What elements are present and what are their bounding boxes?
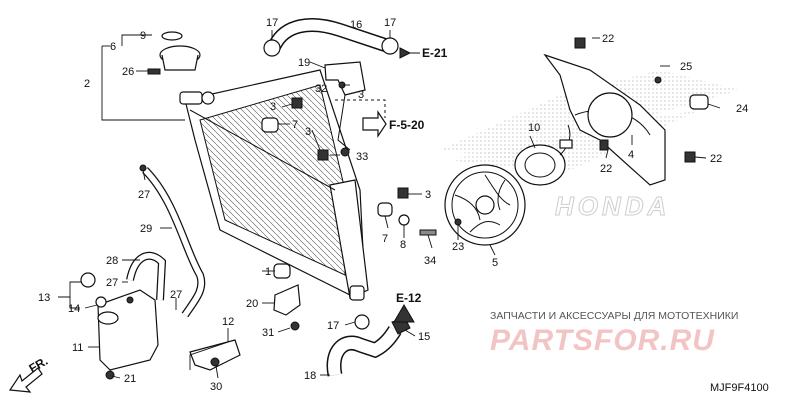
callout-label: 19 bbox=[298, 57, 310, 69]
callout-label: 3 bbox=[425, 189, 431, 201]
reserve-tank bbox=[80, 272, 159, 380]
xref-label: E-21 bbox=[422, 46, 448, 60]
radiator-assembly bbox=[179, 69, 369, 301]
callout-label: 16 bbox=[350, 19, 362, 31]
callout-label: 22 bbox=[600, 163, 612, 175]
callout-label: 29 bbox=[140, 223, 152, 235]
callout-label: 27 bbox=[106, 277, 118, 289]
callout-label: 15 bbox=[418, 331, 430, 343]
callout-label: 30 bbox=[210, 381, 222, 393]
siphon-hose bbox=[126, 164, 206, 318]
xref-label: E-12 bbox=[396, 291, 422, 305]
upper-hose bbox=[263, 18, 399, 57]
callout-labels: 9 6 26 2 17 16 17 E-21 19 32 3 7 3 3 F-5… bbox=[38, 17, 748, 393]
xref-label: F-5-20 bbox=[389, 118, 425, 132]
callout-label: 7 bbox=[292, 119, 298, 131]
callout-label: 25 bbox=[680, 61, 692, 73]
callout-label: 27 bbox=[138, 189, 150, 201]
callout-label: 34 bbox=[424, 255, 436, 267]
grommets bbox=[261, 97, 437, 279]
callout-label: 17 bbox=[327, 320, 339, 332]
callout-label: 28 bbox=[106, 255, 118, 267]
callout-label: 31 bbox=[262, 327, 274, 339]
fr-label: FR. bbox=[27, 354, 51, 376]
callout-label: 12 bbox=[222, 316, 234, 328]
callout-label: 11 bbox=[72, 342, 83, 354]
callout-label: 17 bbox=[384, 17, 396, 29]
callout-label: 7 bbox=[382, 233, 388, 245]
lower-brackets bbox=[189, 284, 301, 371]
callout-label: 2 bbox=[84, 78, 90, 90]
callout-label: 9 bbox=[140, 30, 146, 42]
lower-hose bbox=[326, 314, 411, 377]
callout-label: 32 bbox=[315, 83, 327, 95]
callout-label: 26 bbox=[122, 66, 134, 78]
callout-label: 22 bbox=[710, 153, 722, 165]
callout-label: 21 bbox=[124, 373, 136, 385]
callout-label: 8 bbox=[400, 239, 406, 251]
callout-label: 14 bbox=[68, 303, 80, 315]
callout-label: 5 bbox=[492, 257, 498, 269]
leader-lines bbox=[58, 30, 721, 379]
callout-label: 3 bbox=[358, 89, 364, 101]
partsfor-watermark: ЗАПЧАСТИ И АКСЕССУАРЫ ДЛЯ МОТОТЕХНИКИ PA… bbox=[490, 310, 738, 357]
bracket-19 bbox=[324, 61, 387, 157]
callout-label: 22 bbox=[602, 33, 614, 45]
callout-label: 18 bbox=[304, 370, 316, 382]
watermark-logo: PARTSFOR.RU bbox=[490, 324, 715, 357]
callout-label: 10 bbox=[528, 122, 540, 134]
callout-label: 4 bbox=[628, 149, 634, 161]
radiator-cap bbox=[147, 31, 201, 75]
callout-label: 6 bbox=[110, 41, 116, 53]
callout-label: 23 bbox=[452, 241, 464, 253]
callout-label: 1 bbox=[265, 266, 271, 278]
honda-wordmark: HONDA bbox=[555, 191, 670, 221]
front-direction-arrow: FR. bbox=[8, 354, 51, 393]
watermark-caption: ЗАПЧАСТИ И АКСЕССУАРЫ ДЛЯ МОТОТЕХНИКИ bbox=[490, 310, 738, 322]
callout-label: 20 bbox=[246, 298, 258, 310]
diagram-code: MJF9F4100 bbox=[710, 382, 769, 394]
callout-label: 27 bbox=[170, 289, 182, 301]
callout-label: 24 bbox=[736, 103, 748, 115]
callout-label: 17 bbox=[266, 17, 278, 29]
fan-motor bbox=[514, 124, 573, 186]
callout-label: 3 bbox=[305, 126, 311, 138]
callout-label: 13 bbox=[38, 292, 50, 304]
xref-arrows bbox=[393, 47, 415, 323]
cooling-fan bbox=[444, 164, 526, 246]
callout-label: 33 bbox=[356, 151, 368, 163]
fan-shroud bbox=[543, 37, 709, 186]
callout-label: 3 bbox=[270, 101, 276, 113]
